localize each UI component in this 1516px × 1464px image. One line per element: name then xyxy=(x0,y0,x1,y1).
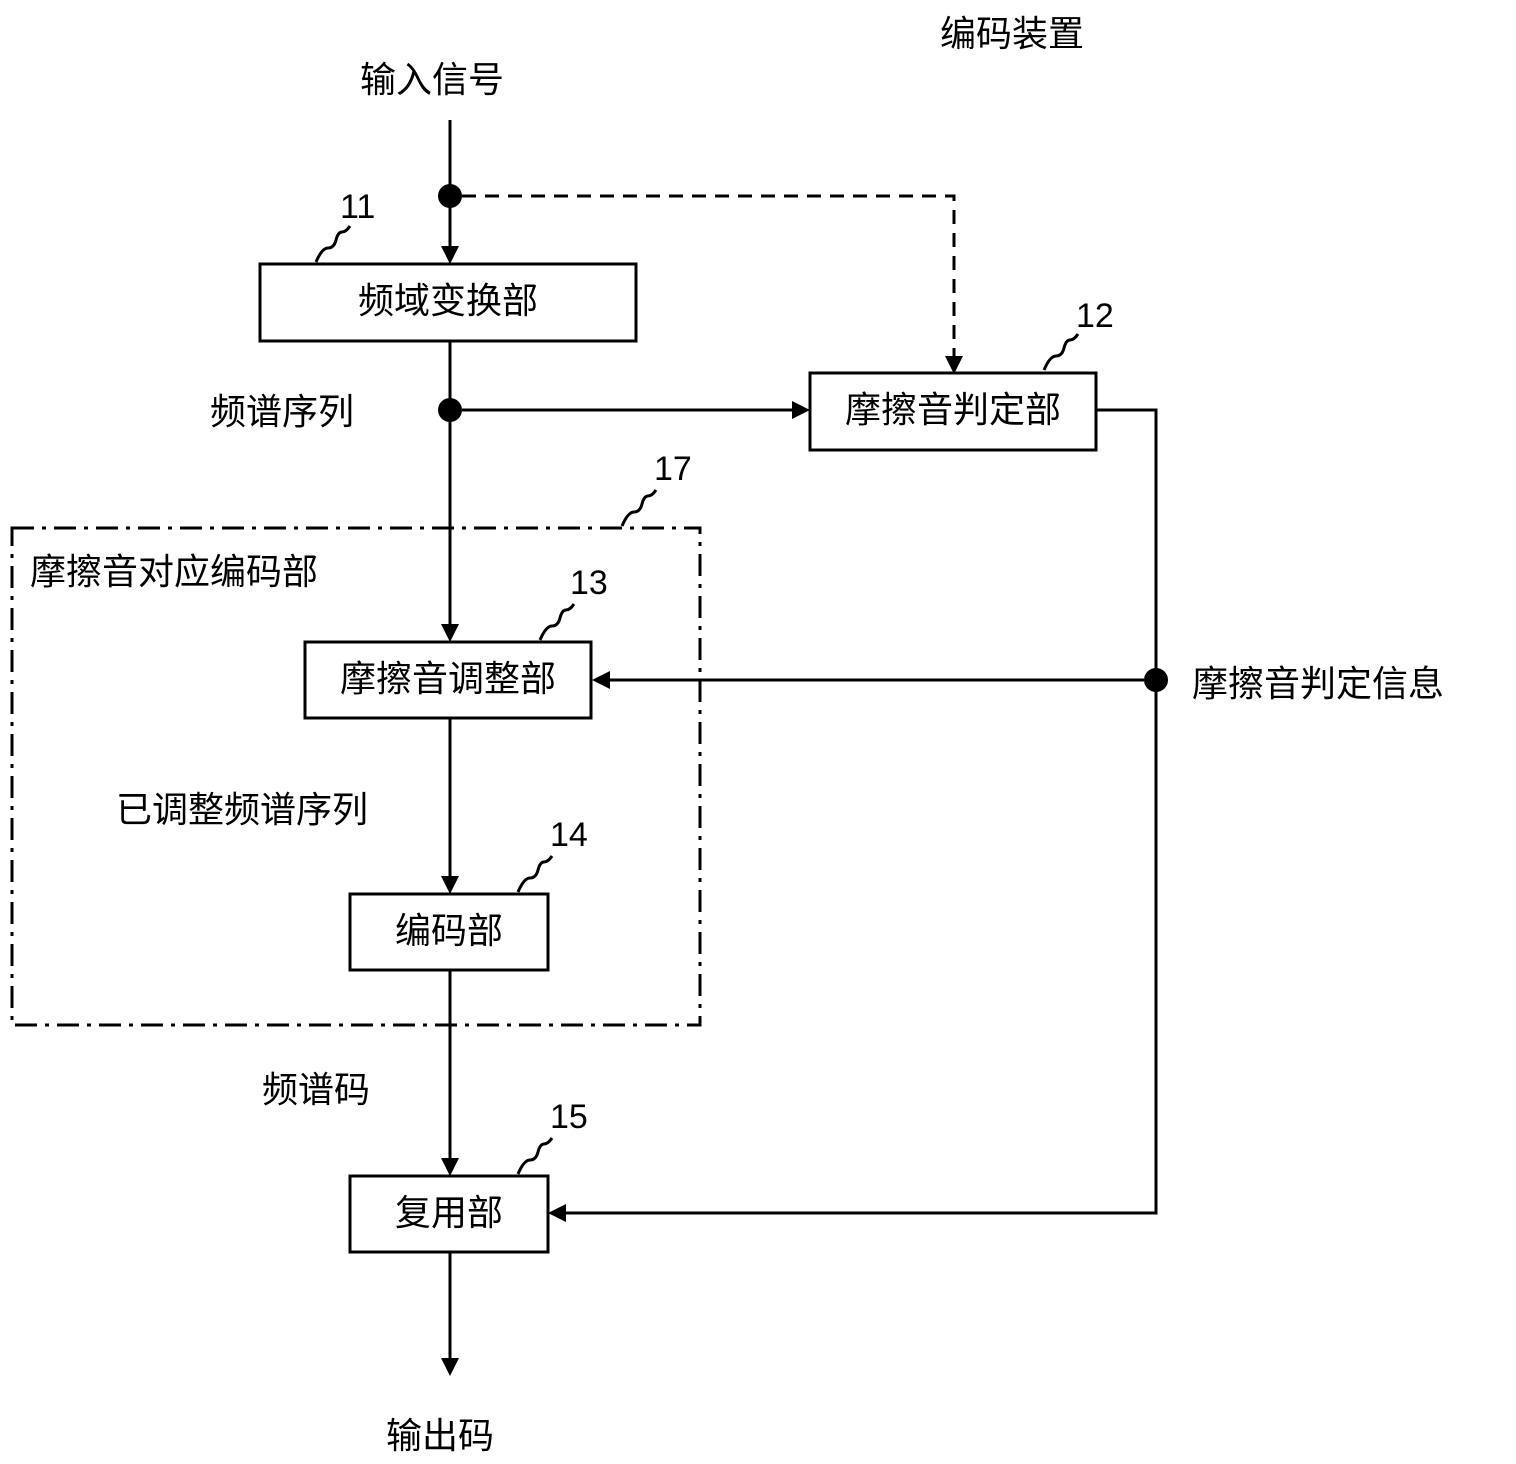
ref-number-15: 15 xyxy=(550,1098,588,1136)
ref-number-13: 13 xyxy=(570,564,608,602)
fricative-coding-group-box xyxy=(10,526,702,1027)
fricative-coding-group-label: 摩擦音对应编码部 xyxy=(30,552,318,593)
ref-leader-17 xyxy=(620,489,658,527)
multiplexer-label: 复用部 xyxy=(395,1193,503,1234)
input-signal-label: 输入信号 xyxy=(360,60,504,101)
ref-leader-14 xyxy=(516,855,554,893)
encoder-label: 编码部 xyxy=(395,911,503,952)
ref-leader-12 xyxy=(1042,333,1080,371)
dashed-input-to-judge-line xyxy=(462,194,956,360)
judge-info-branch-node xyxy=(1144,668,1168,692)
freq-transform-block xyxy=(258,262,638,343)
spectrum-code-label: 频谱码 xyxy=(262,1070,370,1111)
arrow-dashed-to-judge xyxy=(945,356,963,374)
fricative-adjust-label: 摩擦音调整部 xyxy=(340,659,556,700)
ref-number-11: 11 xyxy=(340,188,375,226)
spectrum-branch-node xyxy=(438,398,462,422)
arrow-to-judge xyxy=(792,401,810,419)
fricative-judgment-info-label: 摩擦音判定信息 xyxy=(1192,664,1444,705)
output-code-label: 输出码 xyxy=(386,1416,494,1457)
fricative-judge-label: 摩擦音判定部 xyxy=(845,390,1061,431)
judge-info-line xyxy=(562,408,1158,1215)
arrow-output xyxy=(441,1358,459,1376)
ref-number-12: 12 xyxy=(1076,297,1114,335)
diagram-title: 编码装置 xyxy=(940,14,1084,55)
arrow-to-freq-transform xyxy=(441,246,459,264)
adjusted-spectrum-sequence-label: 已调整频谱序列 xyxy=(116,790,368,831)
ref-leader-13 xyxy=(538,603,576,641)
ref-leader-11 xyxy=(314,225,352,263)
arrow-to-adjust xyxy=(441,624,459,642)
arrow-to-multiplexer xyxy=(548,1204,566,1222)
input-branch-node xyxy=(438,184,462,208)
ref-number-14: 14 xyxy=(550,816,588,854)
arrow-to-adjust-side xyxy=(592,671,610,689)
arrow-to-encoder xyxy=(441,876,459,894)
ref-leader-15 xyxy=(516,1137,554,1175)
fricative-adjust-block xyxy=(303,640,593,720)
spectrum-sequence-label: 频谱序列 xyxy=(210,392,354,433)
freq-transform-label: 频域变换部 xyxy=(358,281,538,322)
multiplexer-block xyxy=(348,1174,550,1254)
fricative-judge-block xyxy=(808,371,1098,452)
ref-number-17: 17 xyxy=(654,450,692,488)
arrow-to-multiplexer-top xyxy=(441,1158,459,1176)
